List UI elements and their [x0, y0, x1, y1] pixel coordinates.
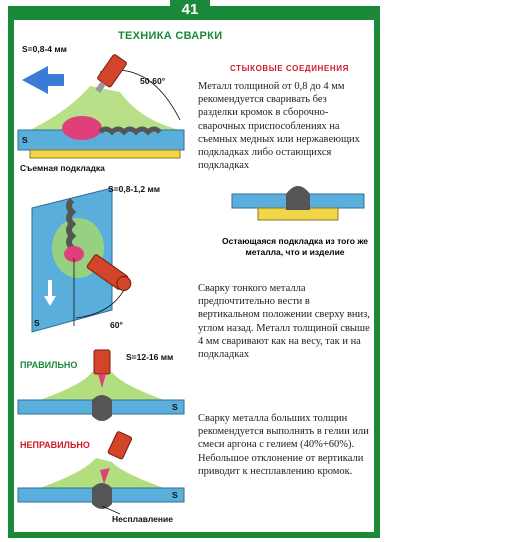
paragraph-vertical: Сварку тонкого металла предпочтительно в… [198, 283, 370, 361]
label-thickness-1: S=0,8-4 мм [22, 44, 67, 54]
weld-pool-2 [64, 246, 84, 262]
label-thickness-3: S=12-16 мм [126, 352, 174, 362]
label-lack-of-fusion: Несплавление [112, 514, 173, 524]
torch-3 [93, 349, 111, 375]
label-s-3: S [172, 402, 178, 412]
direction-arrow-icon [22, 66, 64, 94]
caption-remaining-backing: Остающаяся подкладка из того же металла,… [221, 236, 368, 257]
paragraph-thick-metal: Сварку металла больших толщин рекомендуе… [198, 413, 369, 477]
diagram-removable-backing [17, 54, 185, 159]
label-s-4: S [172, 490, 178, 500]
shield-gas-1 [30, 86, 180, 130]
weld-bead-1 [98, 126, 162, 136]
label-correct: ПРАВИЛЬНО [20, 360, 78, 370]
diagram-wrong [17, 431, 185, 515]
label-thickness-2: S=0,8-1,2 мм [108, 184, 161, 194]
weld-pool-1 [62, 116, 102, 140]
label-angle-2: 60° [110, 320, 123, 330]
page-title: ТЕХНИКА СВАРКИ [118, 30, 223, 42]
label-s-1: S [22, 135, 28, 145]
removable-backing [29, 149, 181, 159]
torch-4 [107, 431, 133, 460]
metal-plate-1 [17, 129, 185, 151]
diagram-remaining-backing [231, 186, 365, 221]
torch-2 [86, 254, 132, 292]
down-arrow-icon [44, 280, 56, 306]
diagram-correct [17, 349, 185, 421]
label-s-2: S [34, 318, 40, 328]
label-angle-1: 50-60° [140, 76, 166, 86]
section-subtitle: СТЫКОВЫЕ СОЕДИНЕНИЯ [230, 64, 349, 73]
diagram-vertical-weld [31, 187, 132, 333]
label-wrong: НЕПРАВИЛЬНО [20, 440, 90, 450]
label-removable-backing: Съемная подкладка [20, 163, 105, 173]
paragraph-thin-metal: Металл толщиной от 0,8 до 4 мм рекоменду… [198, 81, 360, 172]
weld-bead-2 [66, 197, 77, 251]
torch-1 [95, 54, 127, 93]
angle-arc-2 [75, 289, 125, 319]
page-number: 41 [170, 0, 210, 20]
weld-bead-3 [286, 186, 310, 210]
